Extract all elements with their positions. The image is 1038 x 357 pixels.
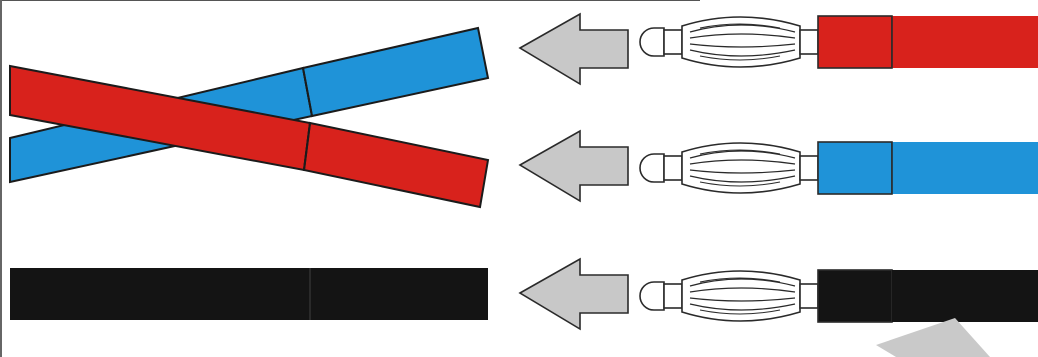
arrow-bottom	[518, 257, 629, 331]
plug-bottom	[639, 269, 1038, 323]
plug-top	[639, 15, 1038, 69]
black-cable	[10, 268, 488, 320]
arrow-top	[518, 12, 629, 86]
arrow-middle	[518, 129, 629, 203]
plug-middle	[639, 141, 1038, 195]
red-cable	[9, 64, 490, 209]
corner-gray-shape	[876, 318, 990, 357]
